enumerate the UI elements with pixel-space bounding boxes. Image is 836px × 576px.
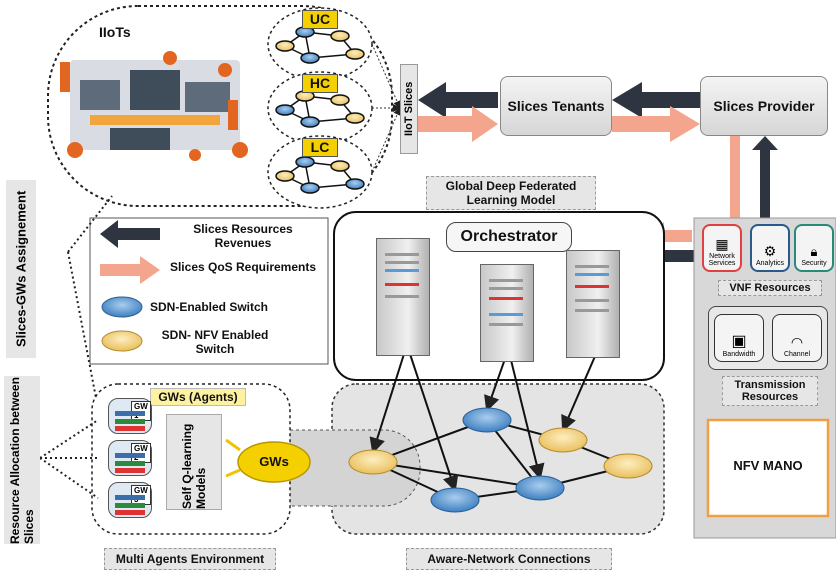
bandwidth-label: Bandwidth <box>722 351 756 358</box>
legend-nfv-switch <box>101 330 143 352</box>
network-services-label: Network Services <box>708 253 736 267</box>
security-tile: 🔒︎ Security <box>794 224 834 272</box>
ethernet-icon: ▣ <box>731 333 747 350</box>
slice-type-hc: HC <box>302 74 338 93</box>
channel-label: Channel <box>783 351 811 358</box>
legend-revenues-text: Slices Resources Revenues <box>193 222 293 250</box>
lock-icon: 🔒︎ <box>810 244 818 259</box>
vnf-resources-title: VNF Resources <box>718 280 822 296</box>
legend-qos-text: Slices QoS Requirements <box>169 260 317 274</box>
server-1 <box>376 238 430 356</box>
switch-nfv-right <box>603 453 653 479</box>
bandwidth-tile: ▣ Bandwidth <box>714 314 764 362</box>
legend-nfv-text: SDN- NFV Enabled Switch <box>161 328 269 356</box>
switch-sdn-bottom-left <box>430 487 480 513</box>
gws-ellipse <box>237 441 311 483</box>
resource-allocation-label: Resource Allocation between Slices <box>4 376 40 544</box>
legend-dark-arrow <box>100 220 160 248</box>
server-3 <box>566 250 620 358</box>
aware-network-label: Aware-Network Connections <box>406 548 612 570</box>
wifi-icon: ◠ <box>790 334 804 350</box>
multi-agents-label: Multi Agents Environment <box>104 548 276 570</box>
gws-connectors <box>225 438 241 478</box>
gw-2-icon: GW 2 <box>108 440 152 476</box>
gws-label: GWs <box>259 454 289 469</box>
iiots-label: IIoTs <box>96 24 134 40</box>
nfv-mano-box <box>706 418 830 518</box>
gear-icon: ⚙ <box>763 243 777 259</box>
switch-nfv-left <box>348 449 398 475</box>
legend-sdn-text: SDN-Enabled Switch <box>150 300 269 314</box>
slices-gws-assignment-label: Slices-GWs Assignement <box>6 180 36 358</box>
gw-1-icon: GW 1 <box>108 398 152 434</box>
network-services-tile: ▦ Network Services <box>702 224 742 272</box>
iiot-region <box>47 5 393 207</box>
switch-sdn-top <box>462 407 512 433</box>
transmission-title: Transmission Resources <box>722 376 818 406</box>
server-2 <box>480 264 534 362</box>
gws-agents-label: GWs (Agents) <box>150 388 246 406</box>
iiot-slices-bar: IIoT Slices <box>400 64 418 154</box>
legend-sdn-switch <box>101 296 143 318</box>
legend-salmon-arrow <box>100 256 160 284</box>
slice-type-uc: UC <box>302 10 338 29</box>
aware-network-region <box>331 383 665 535</box>
nfv-mano-label: NFV MANO <box>733 458 803 473</box>
lc-mini-network <box>275 156 365 194</box>
slice-type-lc: LC <box>302 138 338 157</box>
switch-sdn-bottom-right <box>515 475 565 501</box>
channel-tile: ◠ Channel <box>772 314 822 362</box>
slices-tenants-node: Slices Tenants <box>500 76 612 136</box>
hc-mini-network <box>275 90 365 128</box>
analytics-tile: ⚙ Analytics <box>750 224 790 272</box>
top-flow-arrows <box>418 82 700 142</box>
security-label: Security <box>801 260 827 267</box>
analytics-label: Analytics <box>755 260 784 267</box>
orchestrator-title: Orchestrator <box>446 222 572 252</box>
factory-illustration <box>60 51 248 161</box>
switch-nfv-right-top <box>538 427 588 453</box>
gw-3-icon: GW 3 <box>108 482 152 518</box>
provider-vertical-arrows <box>730 136 778 222</box>
global-model-label: Global Deep Federated Learning Model <box>426 176 596 210</box>
network-services-icon: ▦ <box>715 236 729 252</box>
slices-provider-node: Slices Provider <box>700 76 828 136</box>
side-dotted-connectors <box>39 195 113 499</box>
self-q-learning-label: Self Q-learning Models <box>166 414 222 510</box>
network-switches <box>348 407 653 513</box>
slice-connectors <box>371 43 401 173</box>
